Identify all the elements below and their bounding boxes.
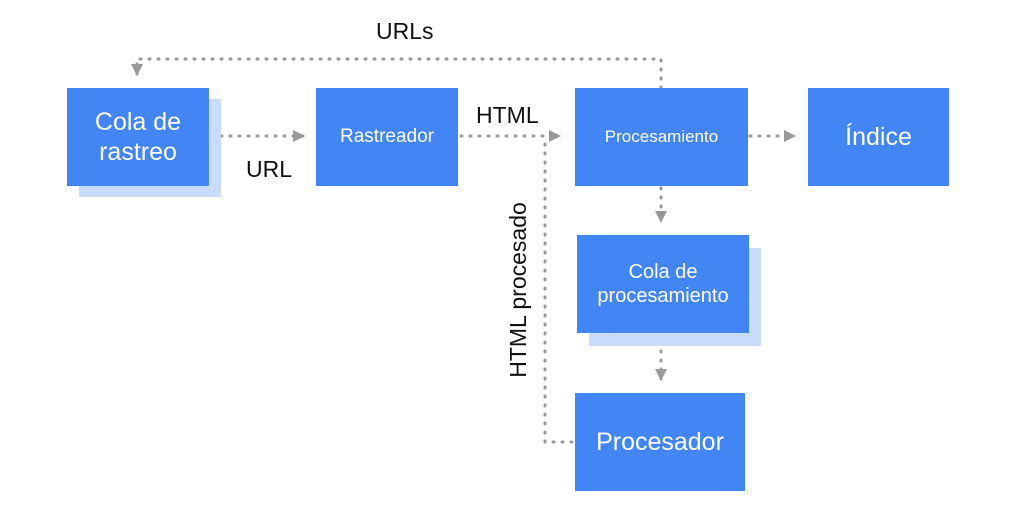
processed-html-label: HTML procesado (505, 202, 531, 378)
crawler-label: Rastreador (340, 125, 434, 147)
processing-queue-label: Cola de procesamiento (597, 261, 729, 307)
processing-queue-box: Cola de procesamiento (577, 235, 749, 333)
urls-feedback-connector (131, 57, 663, 90)
url-label: URL (246, 156, 293, 182)
crawl-queue-label: Cola de rastreo (94, 108, 182, 166)
index-label: Índice (845, 123, 912, 151)
crawler-box: Rastreador (316, 88, 458, 186)
processor-box: Procesador (575, 393, 745, 491)
index-box: Índice (808, 88, 949, 186)
processed-html-connector (543, 135, 574, 444)
html-label: HTML (476, 102, 539, 128)
crawl-queue-box: Cola de rastreo (67, 88, 209, 186)
processor-label: Procesador (596, 428, 724, 456)
urls-label: URLs (376, 18, 434, 44)
processing-label: Procesamiento (604, 126, 719, 146)
processing-box: Procesamiento (575, 88, 748, 186)
